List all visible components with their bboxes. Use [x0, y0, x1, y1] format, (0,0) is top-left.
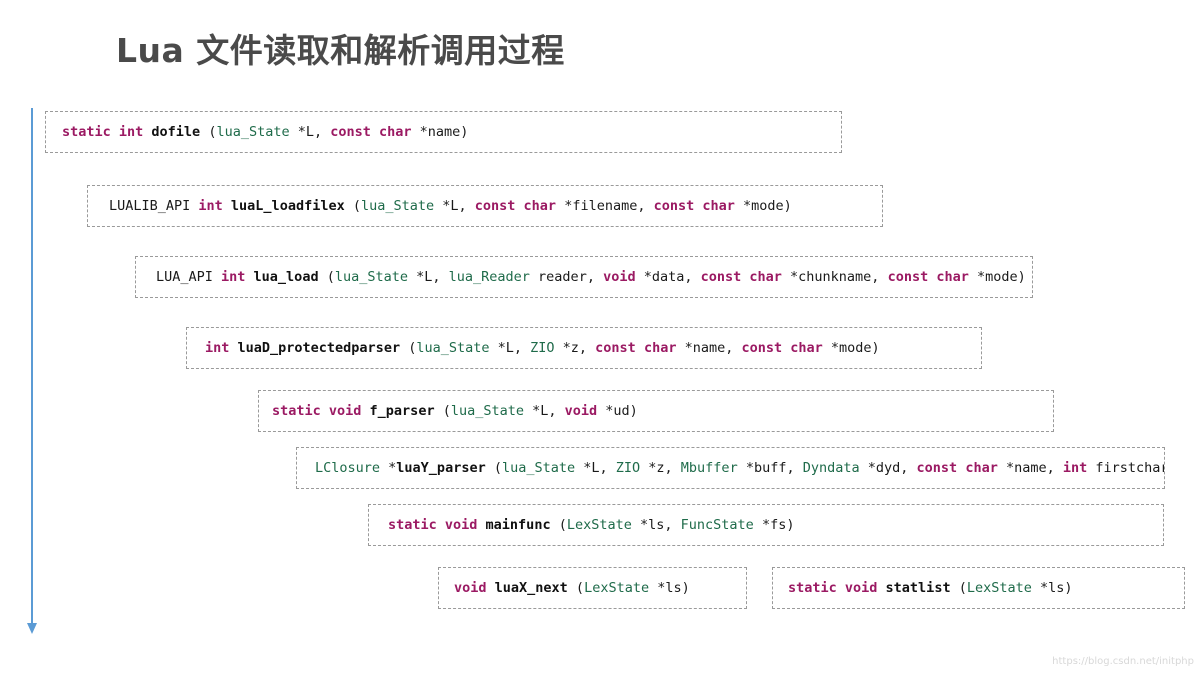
- function-name: statlist: [885, 580, 951, 596]
- code-text: *: [380, 460, 397, 476]
- func-box-f-parser: static void f_parser (lua_State *L, void…: [258, 390, 1054, 432]
- type-token: Mbuffer: [680, 460, 738, 476]
- code-text: *mode): [968, 269, 1026, 285]
- code-text: *L,: [408, 269, 449, 285]
- code-text: *z,: [554, 340, 596, 356]
- type-token: LexState: [584, 580, 650, 596]
- function-name: luaD_protectedparser: [237, 340, 401, 356]
- code-text: (: [344, 198, 361, 214]
- type-token: Dyndata: [802, 460, 860, 476]
- code-text: (: [485, 460, 502, 476]
- type-token: ZIO: [530, 340, 555, 356]
- code-text: *name,: [997, 460, 1063, 476]
- func-box-luaD-protectedparser: int luaD_protectedparser (lua_State *L, …: [186, 327, 982, 369]
- type-token: lua_State: [416, 340, 490, 356]
- keyword-token: const char: [595, 340, 677, 356]
- type-token: lua_State: [216, 124, 290, 140]
- code-text: (: [567, 580, 585, 596]
- func-box-luaL-loadfilex: LUALIB_API int luaL_loadfilex (lua_State…: [87, 185, 883, 227]
- func-box-dofile: static int dofile (lua_State *L, const c…: [45, 111, 842, 153]
- code-text: (: [950, 580, 967, 596]
- type-token: lua_Reader: [448, 269, 530, 285]
- code-text: LUA_API: [156, 269, 222, 285]
- code-text: *L,: [434, 198, 475, 214]
- code-text: *z,: [640, 460, 681, 476]
- type-token: LexState: [966, 580, 1032, 596]
- keyword-token: const char: [330, 124, 412, 140]
- function-name: luaL_loadfilex: [230, 198, 345, 214]
- code-text: (: [200, 124, 217, 140]
- function-name: dofile: [151, 124, 201, 140]
- code-text: *filename,: [556, 198, 654, 214]
- func-box-mainfunc: static void mainfunc (LexState *ls, Func…: [368, 504, 1164, 546]
- code-text: *ud): [597, 403, 638, 419]
- code-text: *L,: [289, 124, 331, 140]
- code-text: *L,: [524, 403, 565, 419]
- type-token: LexState: [566, 517, 632, 533]
- watermark: https://blog.csdn.net/initphp: [1052, 656, 1194, 667]
- function-name: luaX_next: [494, 580, 568, 596]
- code-text: *ls): [649, 580, 690, 596]
- keyword-token: int: [205, 340, 238, 356]
- function-name: mainfunc: [485, 517, 551, 533]
- keyword-token: void: [454, 580, 495, 596]
- code-text: *mode): [822, 340, 880, 356]
- code-text: *L,: [489, 340, 531, 356]
- code-text: (: [318, 269, 335, 285]
- code-text: *buff,: [737, 460, 803, 476]
- keyword-token: static void: [272, 403, 370, 419]
- func-box-lua-load: LUA_API int lua_load (lua_State *L, lua_…: [135, 256, 1033, 298]
- function-name: luaY_parser: [396, 460, 486, 476]
- type-token: LClosure: [315, 460, 381, 476]
- function-name: f_parser: [369, 403, 435, 419]
- keyword-token: const char: [887, 269, 969, 285]
- keyword-token: int: [221, 269, 254, 285]
- type-token: lua_State: [334, 269, 408, 285]
- code-text: *mode): [734, 198, 792, 214]
- code-text: *name): [411, 124, 469, 140]
- code-text: reader,: [529, 269, 604, 285]
- func-box-statlist: static void statlist (LexState *ls): [772, 567, 1185, 609]
- code-text: *fs): [753, 517, 795, 533]
- keyword-token: const char: [916, 460, 998, 476]
- code-text: *data,: [635, 269, 701, 285]
- type-token: lua_State: [450, 403, 524, 419]
- keyword-token: static void: [788, 580, 886, 596]
- keyword-token: int: [1062, 460, 1088, 476]
- code-text: *ls): [1031, 580, 1073, 596]
- keyword-token: const char: [653, 198, 735, 214]
- keyword-token: void: [603, 269, 636, 285]
- type-token: ZIO: [615, 460, 641, 476]
- type-token: FuncState: [680, 517, 754, 533]
- keyword-token: static int: [62, 124, 152, 140]
- keyword-token: const char: [700, 269, 782, 285]
- keyword-token: void: [564, 403, 598, 419]
- func-box-luaY-parser: LClosure *luaY_parser (lua_State *L, ZIO…: [296, 447, 1165, 489]
- code-text: LUALIB_API: [109, 198, 199, 214]
- code-text: (: [434, 403, 451, 419]
- call-flow-arrow: [27, 108, 37, 634]
- code-text: firstchar): [1095, 460, 1164, 476]
- keyword-token: static void: [388, 517, 486, 533]
- code-text: *dyd,: [859, 460, 917, 476]
- code-text: *L,: [575, 460, 616, 476]
- page-title: Lua 文件读取和解析调用过程: [116, 31, 565, 70]
- code-text: (: [550, 517, 567, 533]
- keyword-token: const char: [474, 198, 557, 214]
- func-box-luaX-next: void luaX_next (LexState *ls): [438, 567, 747, 609]
- code-text: *name,: [676, 340, 742, 356]
- code-text: (: [400, 340, 417, 356]
- keyword-token: int: [198, 198, 231, 214]
- type-token: lua_State: [360, 198, 435, 214]
- type-token: lua_State: [501, 460, 576, 476]
- function-name: lua_load: [253, 269, 319, 285]
- code-text: *ls,: [631, 517, 681, 533]
- keyword-token: const char: [741, 340, 823, 356]
- code-text: *chunkname,: [781, 269, 888, 285]
